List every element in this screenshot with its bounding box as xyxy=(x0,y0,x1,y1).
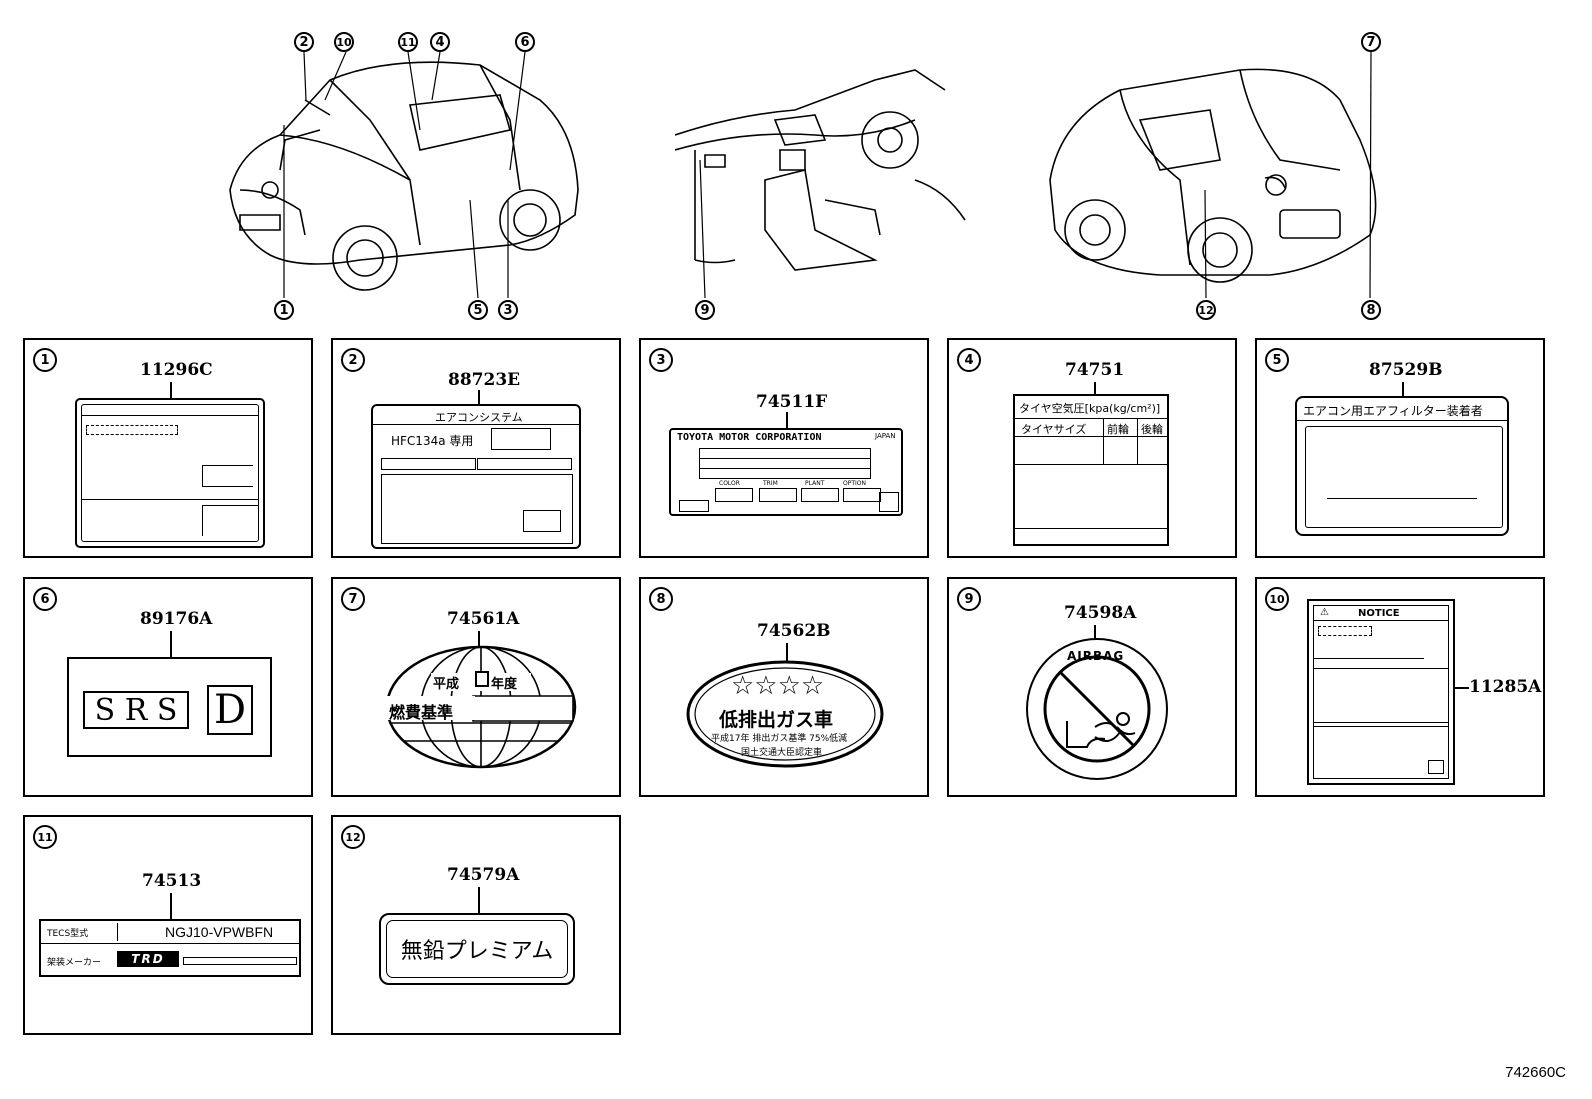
panel-number: 8 xyxy=(649,587,673,611)
trd-logo: TRD xyxy=(117,951,179,967)
label-74579a: 無鉛プレミアム xyxy=(379,913,575,985)
field-trim: TRIM xyxy=(763,480,778,487)
panel-3[interactable]: 3 74511F TOYOTA MOTOR CORPORATION JAPAN … xyxy=(639,338,929,558)
maker-label: 架装メーカー xyxy=(47,958,102,968)
fuel-type-text: 無鉛プレミアム xyxy=(400,939,554,964)
field-option: OPTION xyxy=(843,480,866,487)
panel-9[interactable]: 9 74598A AIRBAG xyxy=(947,577,1237,797)
figure-id: 742660C xyxy=(1505,1064,1566,1081)
warning-triangle-icon: ⚠ xyxy=(1320,607,1329,618)
label-11285a: ⚠ NOTICE xyxy=(1307,599,1455,785)
airbag-warning-icon xyxy=(1025,637,1169,781)
panel-1[interactable]: 1 11296C xyxy=(23,338,313,558)
label-11296c xyxy=(75,398,265,548)
star-rating: ☆☆☆☆ xyxy=(731,671,825,701)
label-title: エアコンシステム xyxy=(435,411,523,424)
panel-11[interactable]: 11 74513 TECS型式 NGJ10-VPWBFN 架装メーカー TRD xyxy=(23,815,313,1035)
panel-number: 9 xyxy=(957,587,981,611)
panel-8[interactable]: 8 74562B ☆☆☆☆ 低排出ガス車 平成17年 排出ガス基準 75%低減 … xyxy=(639,577,929,797)
nendo-label: 年度 xyxy=(491,677,518,692)
part-code: 89176A xyxy=(140,609,213,629)
panel-5[interactable]: 5 87529B エアコン用エアフィルター装着者 xyxy=(1255,338,1545,558)
callout-7[interactable]: 7 xyxy=(1361,32,1381,52)
panel-number: 1 xyxy=(33,348,57,372)
label-87529b: エアコン用エアフィルター装着者 xyxy=(1295,396,1509,536)
label-74751: タイヤ空気圧[kpa(kg/cm²)] タイヤサイズ 前輪 後輪 xyxy=(1013,394,1169,546)
part-code: 74598A xyxy=(1064,603,1137,623)
model-code: NGJ10-VPWBFN xyxy=(165,924,274,940)
panel-10[interactable]: 10 ⚠ NOTICE 11285A xyxy=(1255,577,1545,797)
label-title: エアコン用エアフィルター装着者 xyxy=(1303,404,1483,418)
illustration-car-rear xyxy=(1040,60,1380,290)
emission-line1: 平成17年 排出ガス基準 75%低減 xyxy=(711,734,848,744)
globe-emblem xyxy=(385,641,579,771)
airbag-text: AIRBAG xyxy=(1067,649,1125,663)
refrigerant-text: HFC134a 専用 xyxy=(391,434,474,448)
callout-leader-lines xyxy=(0,0,1592,330)
col-front: 前輪 xyxy=(1107,423,1129,436)
panel-number: 2 xyxy=(341,348,365,372)
field-color: COLOR xyxy=(719,480,740,487)
col-tire-size: タイヤサイズ xyxy=(1021,423,1087,436)
company-name: TOYOTA MOTOR CORPORATION xyxy=(677,432,822,443)
srs-box: S R S xyxy=(83,691,189,729)
illustration-car-front xyxy=(210,40,590,300)
part-code: 11296C xyxy=(140,360,213,380)
label-74513: TECS型式 NGJ10-VPWBFN 架装メーカー TRD xyxy=(39,919,301,977)
d-box: D xyxy=(207,685,253,735)
standard-label: 燃費基準 xyxy=(389,703,454,722)
callout-1[interactable]: 1 xyxy=(274,300,294,320)
emission-line2: 国土交通大臣認定車 xyxy=(741,748,823,758)
emission-title: 低排出ガス車 xyxy=(719,709,834,731)
callout-3[interactable]: 3 xyxy=(498,300,518,320)
callout-4[interactable]: 4 xyxy=(430,32,450,52)
part-code: 74579A xyxy=(447,865,520,885)
emission-oval xyxy=(685,659,885,769)
panel-number: 3 xyxy=(649,348,673,372)
callout-11[interactable]: 11 xyxy=(398,32,418,52)
panel-number: 12 xyxy=(341,825,365,849)
panel-number: 5 xyxy=(1265,348,1289,372)
callout-5[interactable]: 5 xyxy=(468,300,488,320)
label-title: タイヤ空気圧[kpa(kg/cm²)] xyxy=(1019,402,1161,415)
part-code: 74511F xyxy=(756,392,828,412)
panel-number: 10 xyxy=(1265,587,1289,611)
field-plant: PLANT xyxy=(805,480,825,487)
callout-12[interactable]: 12 xyxy=(1196,300,1216,320)
callout-10[interactable]: 10 xyxy=(334,32,354,52)
panel-2[interactable]: 2 88723E エアコンシステム HFC134a 専用 xyxy=(331,338,621,558)
part-code: 74561A xyxy=(447,609,520,629)
part-code: 74562B xyxy=(757,621,831,641)
col-rear: 後輪 xyxy=(1141,423,1163,436)
notice-text: NOTICE xyxy=(1358,608,1400,619)
label-88723e: エアコンシステム HFC134a 専用 xyxy=(371,404,581,549)
label-74511f: TOYOTA MOTOR CORPORATION JAPAN COLOR TRI… xyxy=(669,428,903,516)
panel-6[interactable]: 6 89176A S R S D xyxy=(23,577,313,797)
callout-9[interactable]: 9 xyxy=(695,300,715,320)
panel-number: 11 xyxy=(33,825,57,849)
panel-12[interactable]: 12 74579A 無鉛プレミアム xyxy=(331,815,621,1035)
callout-6[interactable]: 6 xyxy=(515,32,535,52)
panel-7[interactable]: 7 74561A 平成 年度 燃費基準 xyxy=(331,577,621,797)
model-label: TECS型式 xyxy=(47,929,89,939)
part-code: 74513 xyxy=(142,871,202,891)
panel-number: 6 xyxy=(33,587,57,611)
year-label: 平成 xyxy=(433,677,460,692)
panel-4[interactable]: 4 74751 タイヤ空気圧[kpa(kg/cm²)] タイヤサイズ 前輪 後輪 xyxy=(947,338,1237,558)
part-code: 11285A xyxy=(1469,677,1542,697)
callout-8[interactable]: 8 xyxy=(1361,300,1381,320)
callout-2[interactable]: 2 xyxy=(294,32,314,52)
part-code: 88723E xyxy=(448,370,521,390)
illustration-dashboard xyxy=(675,60,975,280)
panel-number: 4 xyxy=(957,348,981,372)
panel-number: 7 xyxy=(341,587,365,611)
country-text: JAPAN xyxy=(875,432,896,440)
label-89176a: S R S D xyxy=(67,657,272,757)
part-code: 74751 xyxy=(1065,360,1125,380)
part-code: 87529B xyxy=(1369,360,1443,380)
